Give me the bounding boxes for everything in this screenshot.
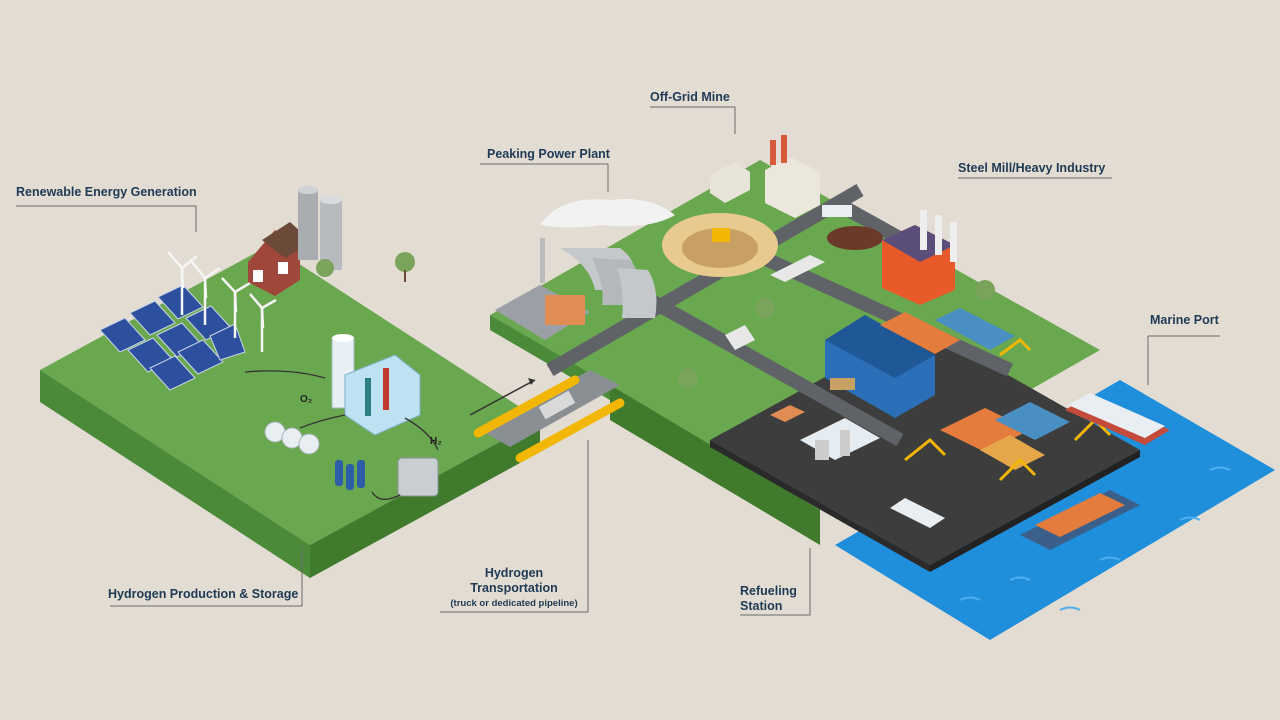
hydrogen-transportation-sub: (truck or dedicated pipeline) [450, 598, 578, 609]
water-ripples [959, 466, 1231, 611]
oxygen-tanks [264, 421, 320, 455]
farm [248, 186, 415, 296]
road-vehicles [725, 255, 825, 350]
mine-buildings [710, 135, 820, 218]
off-grid-mine-label: Off-Grid Mine [650, 90, 730, 104]
hydrogen-transportation-label: Hydrogen Transportation (truck or dedica… [440, 566, 588, 611]
container-stacks [880, 308, 1070, 470]
steel-mill [827, 210, 995, 305]
steel-mill-label: Steel Mill/Heavy Industry [958, 161, 1106, 175]
hydrogen-mark: H₂ [430, 436, 442, 447]
wind-turbines [167, 251, 277, 352]
refueling-line1: Refueling [740, 584, 797, 598]
solar-array [99, 284, 246, 391]
peaking-power-plant [495, 199, 675, 340]
trees [678, 298, 775, 388]
process-arrows [244, 370, 439, 500]
ships [890, 393, 1170, 550]
harbor-water [835, 380, 1275, 640]
peaking-power-plant-label: Peaking Power Plant [487, 147, 610, 161]
marine-port-label: Marine Port [1150, 313, 1219, 327]
callout-lines [16, 106, 1220, 616]
roads [546, 183, 1013, 447]
hydrogen-production-label: Hydrogen Production & Storage [108, 587, 299, 601]
hydrogen-transportation-line2: Transportation [470, 581, 558, 595]
off-grid-mine [662, 135, 852, 277]
refueling-line2: Station [740, 599, 783, 613]
renewable-energy-label: Renewable Energy Generation [16, 185, 197, 199]
hydrogen-transportation-line1: Hydrogen [484, 566, 544, 580]
oxygen-mark: O₂ [300, 394, 312, 405]
warehouse [825, 315, 935, 418]
fuel-cell-unit [397, 457, 439, 497]
refueling-station-label: Refueling Station [740, 584, 797, 614]
pipeline-bridge [469, 370, 625, 463]
left-platform [40, 245, 540, 578]
hydrogen-cylinders [335, 460, 365, 490]
electrolyzer [331, 334, 421, 436]
refueling-station [770, 405, 880, 460]
